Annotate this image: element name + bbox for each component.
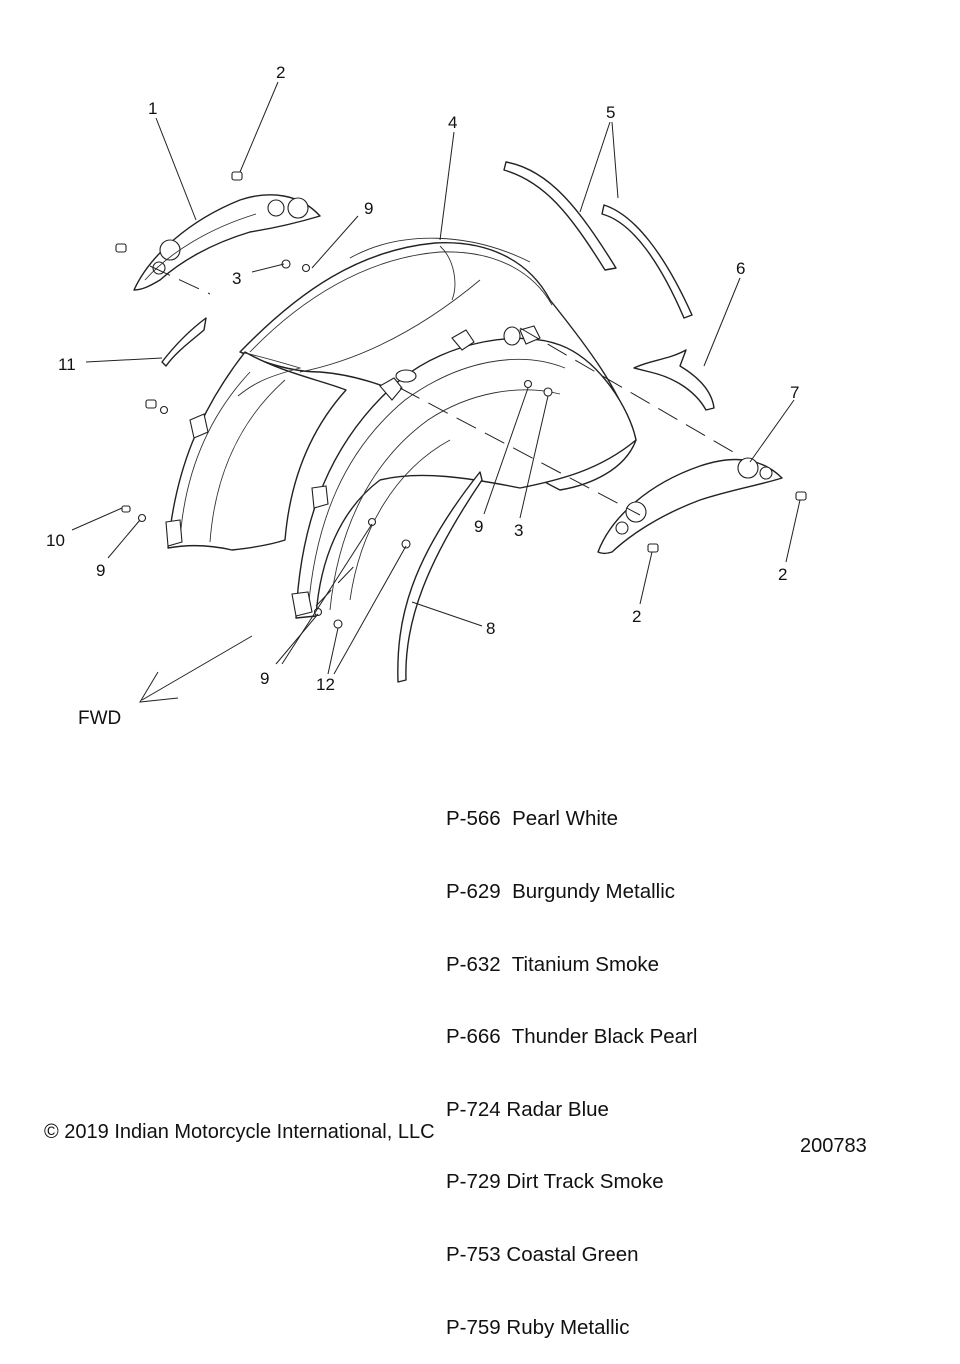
callout-2-right: 2 — [778, 565, 787, 584]
callout-3-center: 3 — [514, 521, 523, 540]
paint-code-row: P-759 Ruby Metallic — [446, 1315, 630, 1339]
fwd-label: FWD — [78, 708, 121, 729]
strip-part-8 — [397, 471, 483, 683]
callout-11: 11 — [58, 355, 76, 374]
callout-2-top: 2 — [276, 63, 285, 82]
exploded-parts-diagram: 1 2 4 5 9 3 6 11 7 9 3 10 9 2 2 8 9 12 F… — [46, 63, 807, 729]
callout-1: 1 — [148, 99, 157, 118]
copyright-notice: © 2019 Indian Motorcycle International, … — [44, 1121, 435, 1143]
leader-lines — [71, 81, 801, 675]
assembly-lines — [149, 265, 741, 607]
trim-strip-part-5 — [503, 161, 693, 319]
callout-3-left: 3 — [232, 269, 241, 288]
bracket-part-6 — [633, 349, 715, 411]
callout-9-bottom: 9 — [260, 669, 269, 688]
strip-part-11 — [161, 317, 207, 367]
callout-2-bottom: 2 — [632, 607, 641, 626]
paint-code-row: P-724 Radar Blue — [446, 1097, 609, 1121]
callout-10: 10 — [46, 531, 65, 550]
trim-part-1 — [133, 194, 321, 291]
callout-12: 12 — [316, 675, 335, 694]
figure-number: 200783 — [800, 1135, 867, 1157]
paint-code-row: P-632 Titanium Smoke — [446, 952, 660, 976]
callout-4: 4 — [448, 113, 457, 132]
hardware-fasteners — [115, 171, 807, 629]
callout-7: 7 — [790, 383, 799, 402]
trim-part-7 — [597, 457, 783, 555]
forward-arrow-icon — [139, 635, 253, 703]
paint-code-row: P-629 Burgundy Metallic — [446, 880, 676, 904]
paint-code-row: P-729 Dirt Track Smoke — [446, 1170, 664, 1194]
callout-5: 5 — [606, 103, 615, 122]
callout-8: 8 — [486, 619, 495, 638]
rear-fender-part-4 — [165, 237, 637, 619]
paint-code-row: P-566 Pearl White — [446, 807, 619, 831]
paint-code-row: P-753 Coastal Green — [446, 1243, 639, 1267]
callout-9-left: 9 — [96, 561, 105, 580]
paint-code-row: P-666 Thunder Black Pearl — [446, 1025, 698, 1049]
paint-code-list: P-566 Pearl White P-629 Burgundy Metalli… — [446, 759, 697, 1364]
callout-9-center: 9 — [474, 517, 483, 536]
callout-9-top: 9 — [364, 199, 373, 218]
callout-6: 6 — [736, 259, 745, 278]
